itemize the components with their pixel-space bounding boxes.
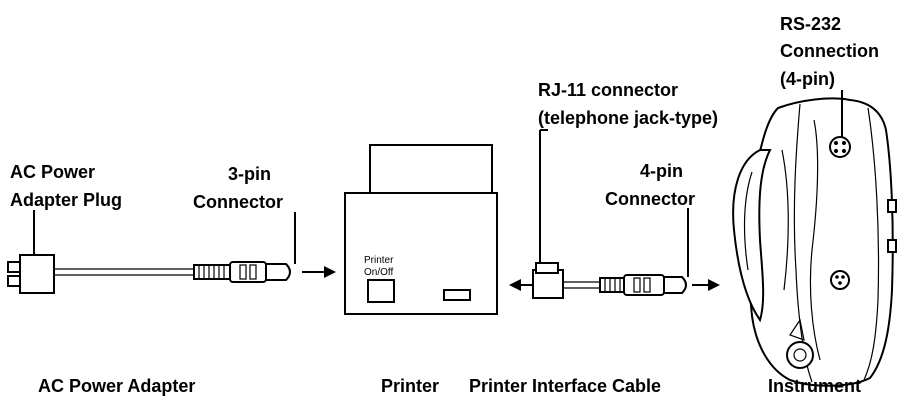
3-pin-connector-body (229, 261, 267, 283)
rj-11-connector (532, 269, 564, 299)
captions: AC Power Adapter Printer Printer Interfa… (38, 376, 861, 396)
labels: RS-232 Connection (4-pin) RJ-11 connecto… (10, 14, 879, 278)
rs-232-label: Connection (780, 41, 879, 61)
ac-plug-label: AC Power (10, 162, 95, 182)
3-pin-label: Connector (193, 192, 283, 212)
3-pin-label: 3-pin (228, 164, 271, 184)
printer-switch-label: Printer (364, 255, 394, 266)
arrow-right-icon (324, 266, 336, 278)
instrument-port-lower (830, 270, 850, 290)
ac-power-adapter (7, 210, 336, 294)
printer-switch-label: On/Off (364, 267, 393, 278)
ac-plug-label: Adapter Plug (10, 190, 122, 210)
printer-port (443, 289, 471, 301)
rj-11-clip (535, 262, 559, 274)
printer (344, 144, 498, 315)
caption-printer: Printer (381, 376, 439, 396)
rs-232-label: RS-232 (780, 14, 841, 34)
printer-paper (369, 144, 493, 196)
instrument-strap (732, 149, 772, 323)
side-button (887, 239, 897, 253)
4-pin-label: 4-pin (640, 161, 683, 181)
side-button (887, 199, 897, 213)
arrow-right-icon (708, 279, 720, 291)
rj-11-label: (telephone jack-type) (538, 108, 718, 128)
instrument-knob (786, 341, 814, 369)
rj-11-label: RJ-11 connector (538, 80, 678, 100)
arrow-left-icon (509, 279, 521, 291)
instrument (732, 90, 897, 387)
printer-on-off-switch[interactable] (367, 279, 395, 303)
rs-232-label: (4-pin) (780, 69, 835, 89)
caption-instrument: Instrument (768, 376, 861, 396)
caption-ac-power-adapter: AC Power Adapter (38, 376, 195, 396)
instrument-body (748, 97, 894, 387)
rs-232-port (829, 136, 851, 158)
caption-printer-interface-cable: Printer Interface Cable (469, 376, 661, 396)
4-pin-connector-tip (663, 276, 687, 294)
4-pin-label: Connector (605, 189, 695, 209)
printer-interface-cable (509, 129, 720, 299)
3-pin-connector-tip (265, 263, 291, 281)
ac-plug-body (19, 254, 55, 294)
